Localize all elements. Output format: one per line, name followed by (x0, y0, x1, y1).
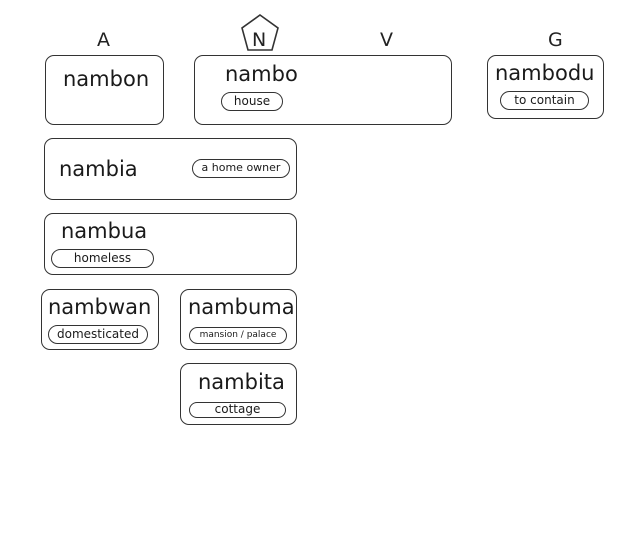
word-nambwan: nambwan (48, 295, 152, 319)
column-header-n: N (252, 29, 267, 51)
entry-box-nambwan: nambwan domesticated (41, 289, 159, 350)
pentagon-icon (241, 14, 279, 51)
gloss-nambodu: to contain (500, 91, 589, 110)
word-nambo: nambo (225, 62, 298, 86)
entry-box-nambita: nambita cottage (180, 363, 297, 425)
entry-box-nambia: nambia a home owner (44, 138, 297, 200)
column-header-a: A (97, 29, 110, 51)
gloss-nambo: house (221, 92, 283, 111)
entry-box-nambo: nambo house (194, 55, 452, 125)
word-nambon: nambon (63, 67, 150, 91)
word-nambuma: nambuma (188, 295, 295, 319)
entry-box-nambodu: nambodu to contain (487, 55, 604, 119)
word-nambua: nambua (61, 219, 148, 243)
word-nambia: nambia (59, 157, 138, 181)
column-header-v: V (380, 29, 393, 51)
gloss-nambuma: mansion / palace (189, 327, 287, 344)
gloss-nambwan: domesticated (48, 325, 148, 344)
column-header-g: G (548, 29, 563, 51)
entry-box-nambuma: nambuma mansion / palace (180, 289, 297, 350)
entry-box-nambon: nambon (45, 55, 164, 125)
gloss-nambia: a home owner (192, 159, 290, 178)
word-nambodu: nambodu (495, 61, 595, 85)
gloss-nambua: homeless (51, 249, 154, 268)
gloss-nambita: cottage (189, 402, 286, 418)
word-nambita: nambita (198, 370, 285, 394)
entry-box-nambua: nambua homeless (44, 213, 297, 275)
